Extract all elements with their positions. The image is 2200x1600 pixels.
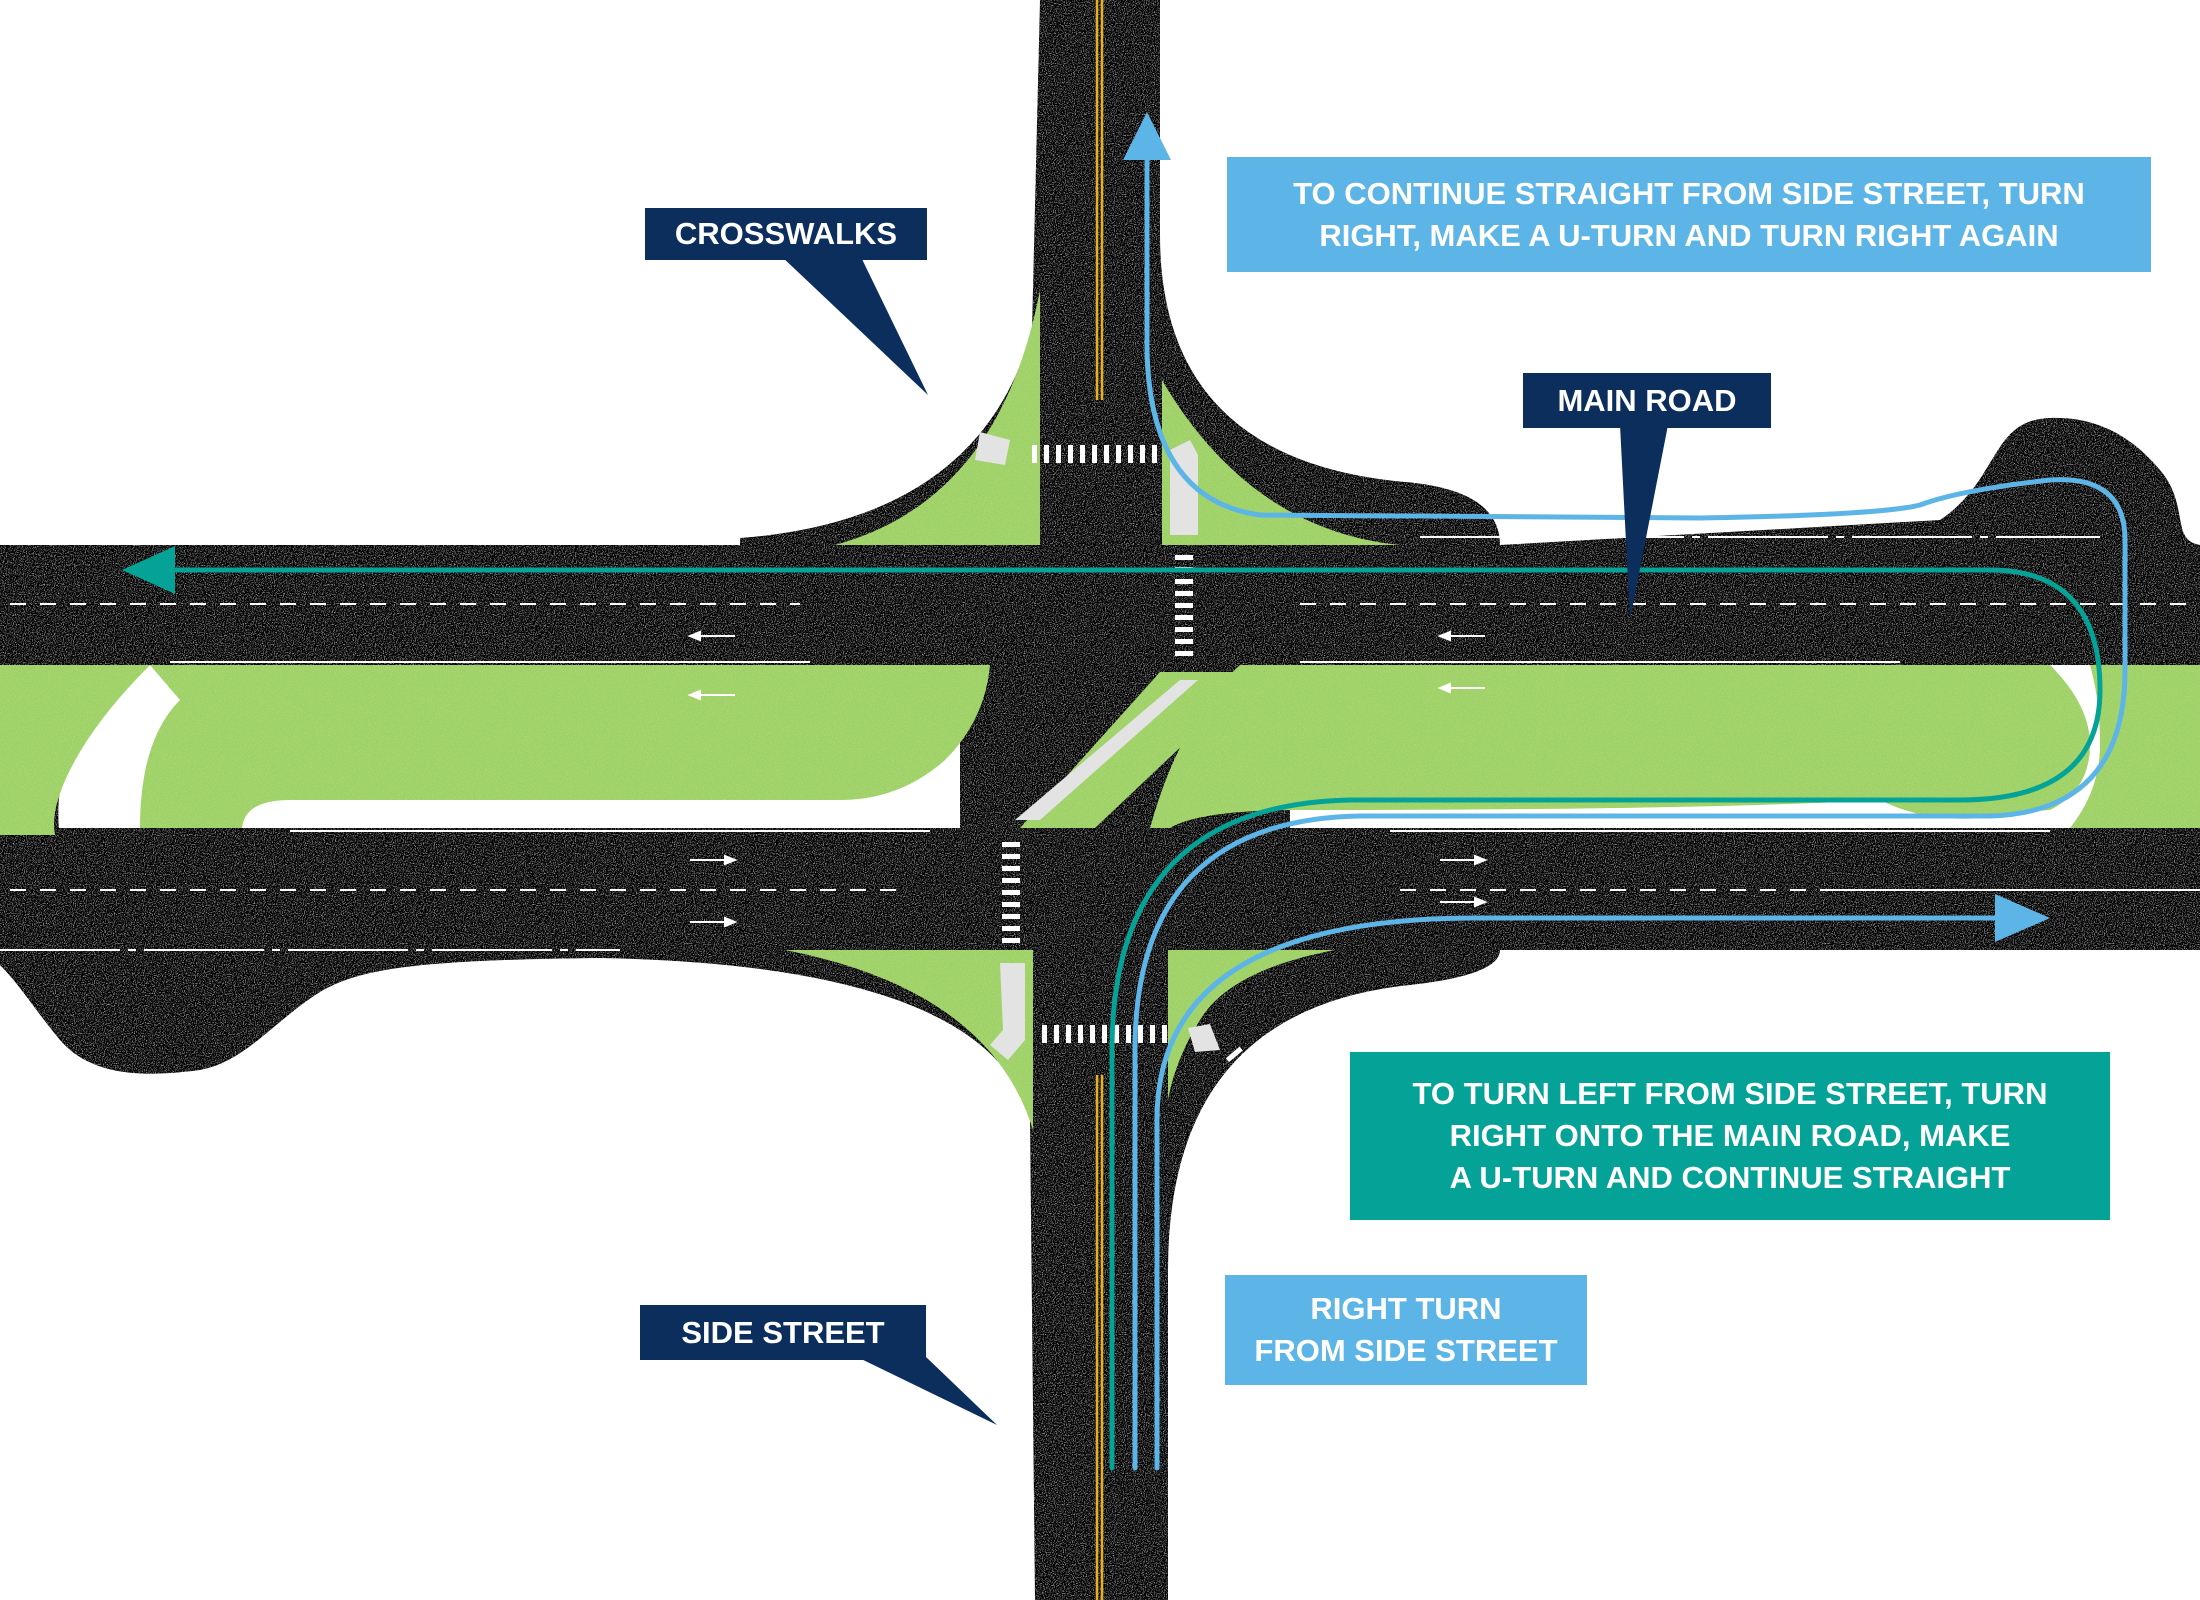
crosswalk-markings [940, 396, 1263, 1097]
side-street-label: SIDE STREET [640, 1305, 926, 1360]
pad-southwest [990, 963, 1025, 1060]
side-street-south-approach [600, 950, 1500, 1600]
island-northwest [835, 290, 1040, 545]
u-turn-loop-east [1500, 417, 2200, 665]
main-road-pointer [1620, 425, 1668, 620]
eastbound-lane-arrow-icon [690, 854, 738, 866]
side-street-centerlines [1095, 0, 1104, 1600]
pad-northwest [975, 432, 1010, 465]
straight-instruction-box: TO CONTINUE STRAIGHT FROM SIDE STREET, T… [1227, 157, 2151, 272]
route-straight-sky [1132, 152, 2128, 1471]
route-right-turn-sky [1154, 915, 2008, 1471]
eastbound-lane-arrow-icon [1440, 854, 1488, 866]
lane-direction-arrows [687, 630, 1488, 928]
side-street-pointer [855, 1356, 997, 1425]
westbound-lane-arrow-icon [1437, 682, 1485, 694]
crosswalk-median-south [1002, 842, 1020, 943]
route-arrowhead-icon [1995, 894, 2050, 942]
crosswalk-south [1042, 1025, 1167, 1043]
median-west-end [0, 665, 150, 835]
island-southwest [785, 950, 1033, 1130]
side-street-north-approach [740, 0, 1500, 545]
eastbound-lane-arrow-icon [690, 799, 738, 811]
eastbound-lane-arrow-icon [1440, 896, 1488, 908]
median-east-upper-island [1260, 672, 1990, 790]
crosswalk-northwest-corner [940, 406, 978, 447]
route-arrowhead-icon [1123, 112, 1171, 160]
crosswalk-southwest-corner [948, 1056, 986, 1097]
crosswalk-north [1032, 445, 1157, 463]
crosswalks-pointer [780, 255, 928, 395]
route-arrowhead-icon [122, 546, 175, 594]
median-east-end [2070, 665, 2200, 828]
route-left-turn-teal [167, 567, 2103, 1471]
pad-center [1015, 680, 1198, 820]
pad-southeast [1188, 1024, 1220, 1052]
median-west-main [140, 665, 990, 828]
route-lines [167, 152, 2128, 1471]
main-road-label: MAIN ROAD [1523, 373, 1771, 428]
route-arrowheads [122, 112, 2050, 942]
lane-markings [0, 536, 2200, 951]
label-pointers [780, 255, 1668, 1425]
crosswalk-southeast-corner [1225, 1046, 1263, 1087]
crosswalks-label: CROSSWALKS [645, 208, 927, 260]
westbound-lane-arrow-icon [1437, 630, 1485, 642]
median-center-wedge [1020, 672, 1260, 828]
u-turn-loop-west [0, 950, 600, 1074]
westbound-lane-arrow-icon [687, 630, 735, 642]
westbound-lane-arrow-icon [687, 689, 735, 701]
eastbound-lane-arrow-icon [690, 916, 738, 928]
island-pads [975, 432, 1220, 1060]
crosswalk-northeast-corner [1222, 396, 1260, 437]
right-turn-instruction-box: RIGHT TURN FROM SIDE STREET [1225, 1275, 1587, 1385]
left-turn-instruction-box: TO TURN LEFT FROM SIDE STREET, TURN RIGH… [1350, 1052, 2110, 1220]
